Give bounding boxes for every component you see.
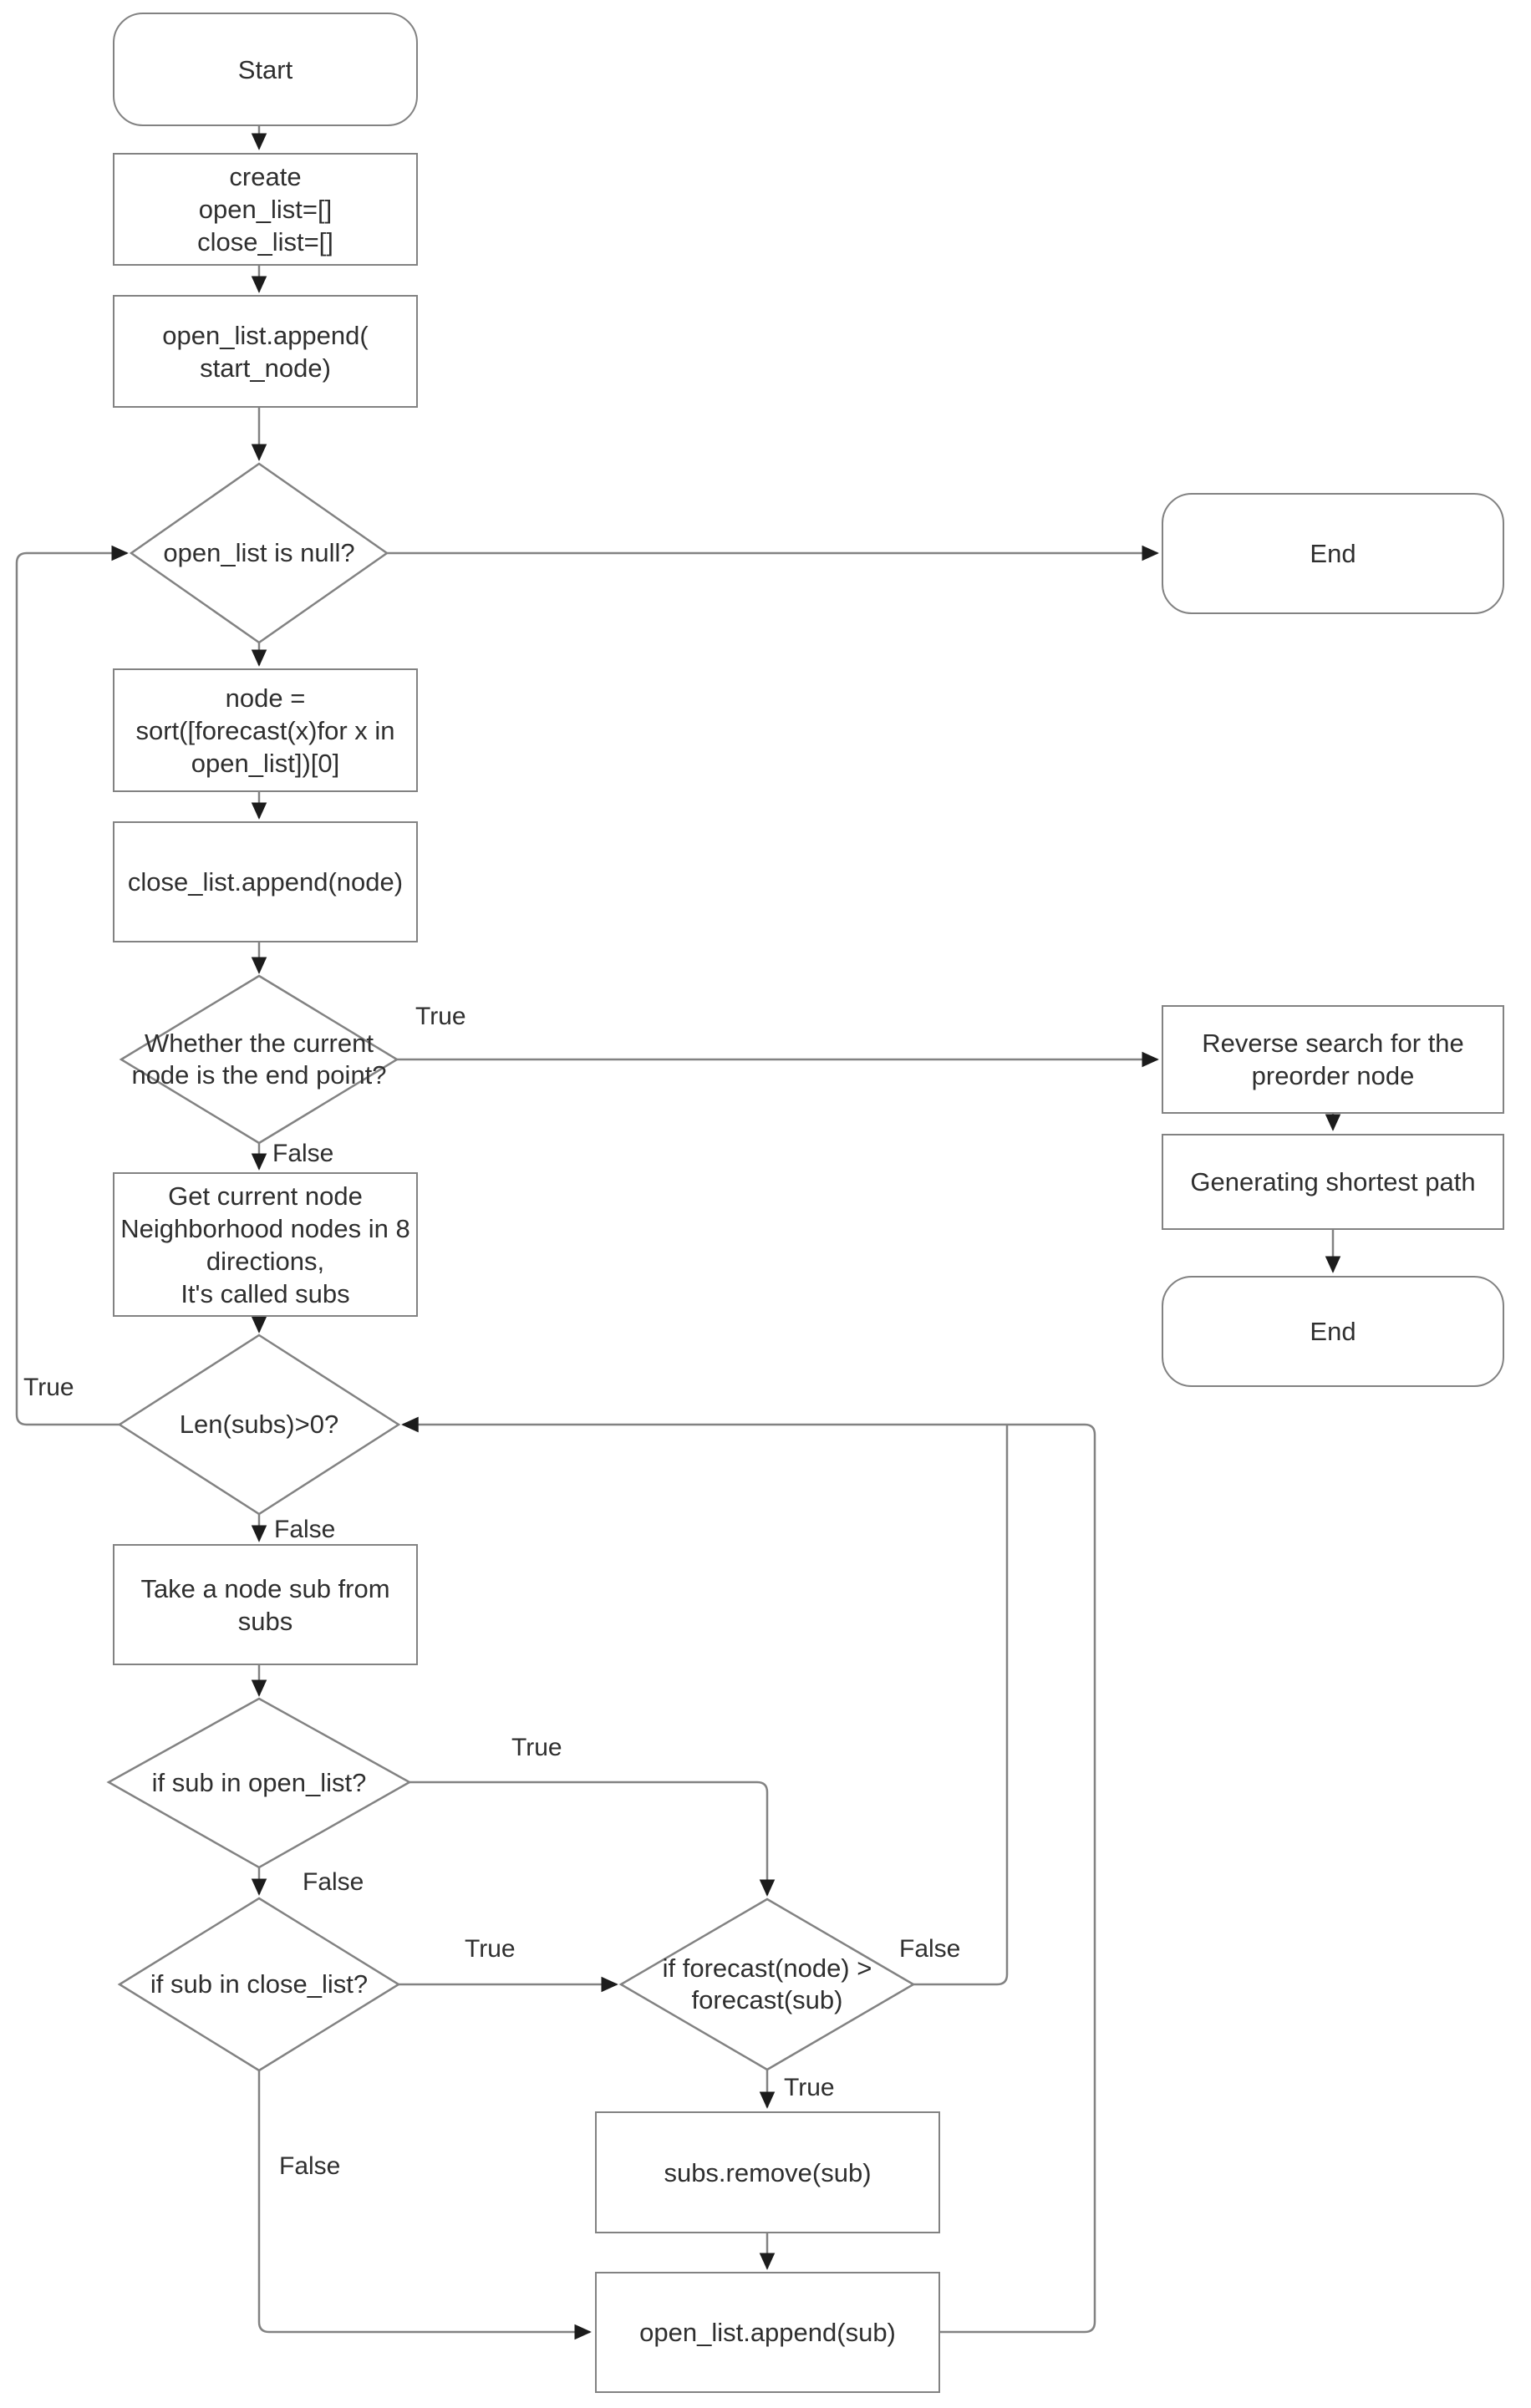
decision-sub-in-close-shape <box>117 1897 401 2072</box>
process-append-start-node-line: start_node) <box>200 353 331 383</box>
process-take-sub-line: subs <box>237 1606 293 1636</box>
terminal-end-bottom: End <box>1162 1276 1504 1387</box>
decision-open-list-null-shape <box>129 462 389 644</box>
process-close-list-append: close_list.append(node) <box>113 821 418 942</box>
process-sort-forecast-line: sort([forecast(x)for x in <box>135 715 395 745</box>
process-create-lists-line: open_list=[] <box>198 195 333 224</box>
process-reverse-search-line: preorder node <box>1251 1061 1415 1090</box>
process-sort-forecast-line: open_list])[0] <box>191 748 340 778</box>
process-subs-remove: subs.remove(sub) <box>595 2111 940 2233</box>
edge-lensubs-true-loop <box>15 545 129 1426</box>
process-reverse-search: Reverse search for the preorder node <box>1162 1005 1504 1114</box>
decision-forecast-compare-shape <box>618 1897 916 2071</box>
edge-label-forecast-true: True <box>784 2074 835 2101</box>
terminal-end-bottom-label: End <box>1310 1317 1356 1346</box>
process-get-neighbors-line: Get current node <box>168 1181 363 1211</box>
terminal-start: Start <box>113 13 418 126</box>
process-get-neighbors-line: directions, <box>206 1246 325 1276</box>
process-generate-path: Generating shortest path <box>1162 1134 1504 1230</box>
process-generate-path-label: Generating shortest path <box>1190 1167 1476 1196</box>
terminal-start-label: Start <box>237 54 293 84</box>
edge-label-closeq-true: True <box>465 1935 516 1963</box>
process-sort-forecast: node = sort([forecast(x)for x in open_li… <box>113 668 418 792</box>
edge-label-isend-false: False <box>272 1140 334 1167</box>
process-append-start-node-line: open_list.append( <box>162 320 369 350</box>
process-append-sub: open_list.append(sub) <box>595 2272 940 2393</box>
process-create-lists-line: close_list=[] <box>197 227 333 257</box>
edge-closeq-false-to-appendsub <box>257 2070 592 2340</box>
edge-openq-true-to-forecast <box>409 1781 776 1897</box>
edge-label-openq-false: False <box>303 1868 364 1896</box>
edge-forecast-false-up <box>913 1425 1009 1986</box>
edge-label-isend-true: True <box>415 1003 466 1030</box>
edge-label-closeq-false: False <box>279 2152 341 2180</box>
process-reverse-search-line: Reverse search for the <box>1202 1029 1464 1058</box>
edge-label-forecast-false: False <box>899 1935 961 1963</box>
edge-label-lensubs-true: True <box>23 1374 74 1401</box>
edge-label-lensubs-false: False <box>274 1516 336 1543</box>
process-create-lists-line: create <box>229 162 302 191</box>
process-create-lists: create open_list=[] close_list=[] <box>113 153 418 266</box>
edge-appendsub-return-to-lensubs <box>401 1416 1096 2334</box>
edge-label-openq-true: True <box>511 1734 562 1761</box>
process-take-sub-line: Take a node sub from <box>140 1573 390 1603</box>
decision-is-end-point-shape <box>119 974 399 1145</box>
process-subs-remove-label: subs.remove(sub) <box>664 2157 872 2187</box>
process-sort-forecast-line: node = <box>225 683 306 713</box>
process-close-list-append-label: close_list.append(node) <box>127 867 404 897</box>
decision-sub-in-open-shape <box>106 1697 412 1869</box>
terminal-end-top: End <box>1162 493 1504 614</box>
process-get-neighbors: Get current node Neighborhood nodes in 8… <box>113 1172 418 1317</box>
process-get-neighbors-line: It's called subs <box>181 1278 350 1308</box>
decision-len-subs-shape <box>117 1334 401 1516</box>
process-append-start-node: open_list.append( start_node) <box>113 295 418 408</box>
process-append-sub-label: open_list.append(sub) <box>639 2318 896 2347</box>
terminal-end-top-label: End <box>1310 539 1356 568</box>
process-get-neighbors-line: Neighborhood nodes in 8 <box>120 1213 410 1243</box>
process-take-sub: Take a node sub from subs <box>113 1544 418 1665</box>
